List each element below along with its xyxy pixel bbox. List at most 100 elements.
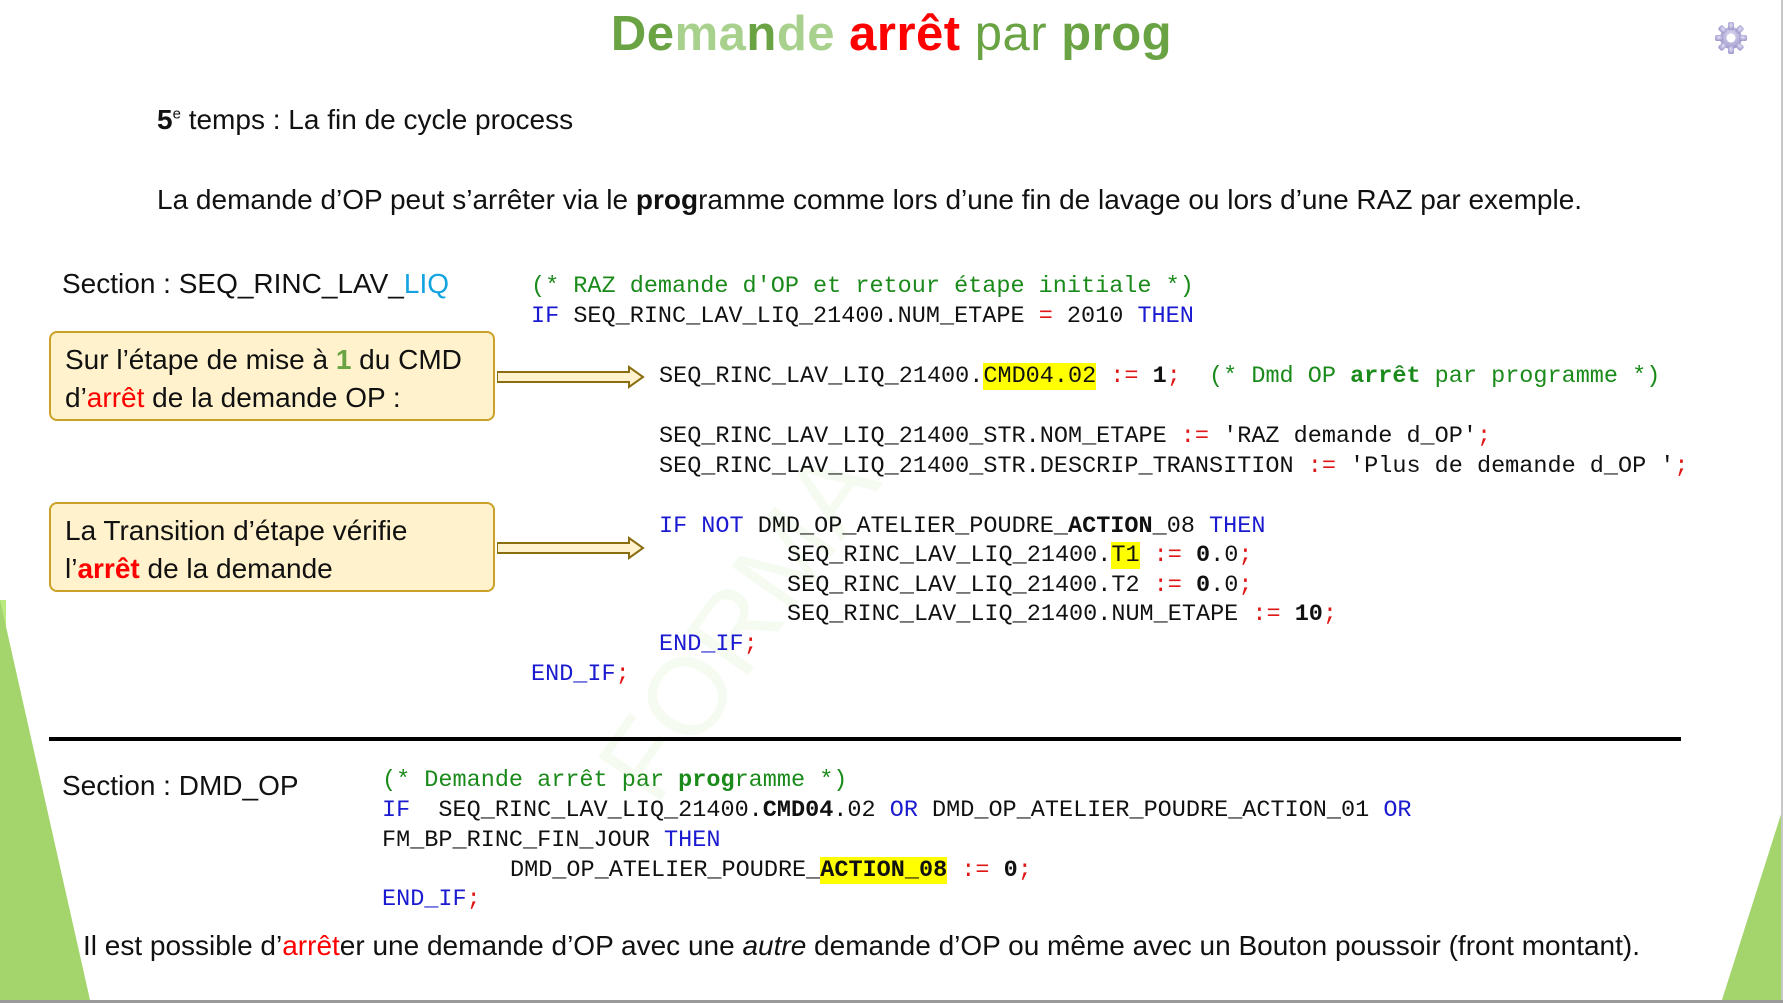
text-red: arrêt	[282, 930, 340, 961]
callout-line: Sur l’étape de mise à 1 du CMD	[65, 341, 479, 379]
gear-icon[interactable]	[1714, 21, 1748, 55]
code-operator: ;	[1322, 601, 1338, 628]
code-text: SEQ_RINC_LAV_LIQ_21400_STR.DESCRIP_TRANS…	[659, 453, 1308, 480]
code-line: SEQ_RINC_LAV_LIQ_21400_STR.DESCRIP_TRANS…	[659, 452, 1689, 482]
callout-line: l’arrêt de la demande	[65, 550, 479, 588]
code-comment: ramme *)	[734, 767, 848, 794]
slide-bottom-edge	[0, 1000, 1783, 1003]
code-comment: (* Dmd OP	[1180, 363, 1351, 390]
code-keyword: IF	[531, 303, 560, 330]
text: Il est possible d’	[83, 930, 283, 961]
section-label-text: Section : SEQ_RINC_LAV_	[62, 268, 404, 299]
code-line: SEQ_RINC_LAV_LIQ_21400.CMD04.02 := 1; (*…	[659, 362, 1660, 392]
text: d’	[65, 382, 87, 413]
code-text: .0	[1210, 542, 1239, 569]
section-label-dmd-op: Section : DMD_OP	[62, 770, 299, 801]
code-operator: ;	[1166, 363, 1181, 390]
section-label-seq: Section : SEQ_RINC_LAV_LIQ	[62, 268, 449, 300]
callout-line: d’arrêt de la demande OP :	[65, 379, 479, 417]
code-text: 'RAZ demande d_OP'	[1209, 423, 1477, 450]
code-text: SEQ_RINC_LAV_LIQ_21400.	[787, 542, 1112, 569]
text-num: 1	[335, 344, 352, 375]
code-line: FM_BP_RINC_FIN_JOUR THEN	[382, 826, 720, 856]
intro-text: La demande d’OP peut s’arrêter via le pr…	[157, 184, 1582, 216]
arrow-right-icon	[497, 365, 645, 389]
code-comment-bold: arrêt	[1350, 363, 1421, 390]
intro-part: La demande d’OP peut s’arrêter via le	[157, 184, 636, 215]
code-keyword: OR	[1383, 797, 1412, 824]
code-line: SEQ_RINC_LAV_LIQ_21400.T2 := 0.0;	[787, 571, 1252, 601]
code-value: 0	[1195, 572, 1211, 599]
code-bold: ACTION	[1067, 513, 1153, 540]
title-segment: De	[610, 7, 675, 61]
title-segment-arret: arrêt	[849, 7, 961, 61]
arrow-right-icon	[497, 536, 645, 560]
code-text: DMD_OP_ATELIER_POUDRE_	[510, 857, 821, 884]
code-text: DMD_OP_ATELIER_POUDRE_	[743, 513, 1068, 540]
code-operator: :=	[1238, 601, 1295, 628]
code-operator: :=	[1307, 453, 1336, 480]
code-text: 'Plus de demande d_OP '	[1335, 453, 1675, 480]
code-keyword: END_IF	[659, 631, 744, 658]
code-line: IF NOT DMD_OP_ATELIER_POUDRE_ACTION_08 T…	[659, 512, 1265, 542]
code-keyword: IF	[382, 797, 411, 824]
code-operator: ;	[615, 661, 630, 688]
code-keyword: THEN	[1209, 513, 1266, 540]
text: er une demande d’OP avec une	[339, 930, 743, 961]
code-text: SEQ_RINC_LAV_LIQ_21400_STR.NOM_ETAPE	[659, 423, 1181, 450]
code-line: (* Demande arrêt par programme *)	[382, 766, 847, 796]
title-segment: prog	[1061, 7, 1173, 61]
code-operator: :=	[1096, 363, 1153, 390]
step-number: 5	[157, 104, 173, 135]
code-line: SEQ_RINC_LAV_LIQ_21400_STR.NOM_ETAPE := …	[659, 422, 1491, 452]
code-value: 0	[1196, 542, 1211, 569]
code-operator: ;	[1476, 423, 1492, 450]
code-line: END_IF;	[382, 885, 481, 915]
code-keyword: END_IF	[382, 886, 467, 913]
code-text: DMD_OP_ATELIER_POUDRE_ACTION_01	[917, 797, 1384, 824]
text-italic: autre	[742, 930, 807, 961]
text: de la demande	[139, 553, 333, 584]
code-line: SEQ_RINC_LAV_LIQ_21400.NUM_ETAPE := 10;	[787, 600, 1337, 630]
page-title: Demande arrêt par prog	[0, 6, 1783, 62]
code-text: SEQ_RINC_LAV_LIQ_21400.NUM_ETAPE	[787, 601, 1239, 628]
callout-line: La Transition d’étape vérifie	[65, 515, 408, 546]
title-segment: n	[746, 7, 777, 61]
code-comment: par programme *)	[1420, 363, 1661, 390]
code-text: SEQ_RINC_LAV_LIQ_21400.	[659, 363, 984, 390]
title-segment: ma	[674, 7, 747, 61]
code-text: _08	[1152, 513, 1210, 540]
text: l’	[65, 553, 78, 584]
code-operator: :=	[1180, 423, 1210, 450]
callout-cmd-step: Sur l’étape de mise à 1 du CMD d’arrêt d…	[49, 331, 495, 421]
code-operator: ;	[1017, 857, 1032, 884]
subtitle-text: temps : La fin de cycle process	[180, 104, 574, 135]
code-keyword: OR	[889, 797, 918, 824]
code-keyword: IF NOT	[659, 513, 744, 540]
step-suffix: e	[172, 105, 181, 123]
text: Sur l’étape de mise à	[65, 344, 336, 375]
code-value: 1	[1152, 363, 1167, 390]
slide-right-edge	[1781, 0, 1783, 1003]
code-text: 2010	[1052, 303, 1138, 330]
title-segment: de	[776, 7, 836, 61]
code-text: SEQ_RINC_LAV_LIQ_21400.	[410, 797, 763, 824]
code-text: FM_BP_RINC_FIN_JOUR	[382, 827, 665, 854]
text: demande d’OP ou même avec un Bouton pous…	[806, 930, 1641, 961]
code-comment-bold: prog	[678, 767, 735, 794]
code-keyword: THEN	[664, 827, 721, 854]
code-operator: :=	[1139, 542, 1196, 569]
code-line: END_IF;	[531, 660, 630, 690]
code-line: IF SEQ_RINC_LAV_LIQ_21400.CMD04.02 OR DM…	[382, 796, 1412, 826]
code-highlight: CMD04.02	[983, 363, 1097, 390]
title-segment: par	[974, 7, 1048, 61]
section-label-highlight: LIQ	[403, 268, 450, 299]
code-operator: ;	[466, 886, 481, 913]
code-comment: (* RAZ demande d'OP et retour étape init…	[531, 273, 1194, 300]
code-operator: ;	[1238, 572, 1253, 599]
decor-left-triangle	[0, 600, 90, 1000]
divider	[49, 737, 1681, 741]
code-text: .0	[1210, 572, 1239, 599]
text-red: arrêt	[77, 553, 140, 584]
code-operator: ;	[1238, 542, 1253, 569]
